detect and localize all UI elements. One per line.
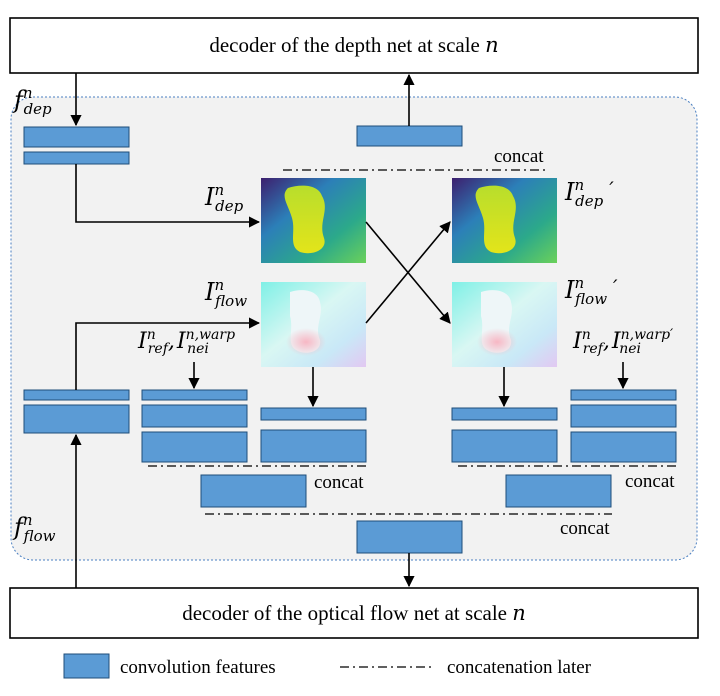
- flow-image-feature-block: [260, 429, 367, 463]
- concat-label: concat: [625, 471, 675, 492]
- legend-feature-label: convolution features: [120, 657, 276, 678]
- flow-feature-block: [23, 404, 130, 434]
- concat-lines: [148, 169, 676, 515]
- legend-feature-swatch: [63, 653, 110, 679]
- flow-decoder-label: decoder of the optical flow net at scale: [182, 601, 507, 625]
- svg-text:decoder of the optical flow ne: decoder of the optical flow net at scale…: [182, 601, 526, 625]
- ref-nei-feature-block: [141, 404, 248, 428]
- arrow-flow-to-depth-prime: [365, 221, 451, 324]
- flow-prime-feature-block: [451, 429, 558, 463]
- flow-image: [261, 282, 366, 367]
- arrow-depth-feature-to-depth-image: [75, 164, 261, 228]
- final-feature-block: [356, 520, 463, 554]
- flow-prime-feature-block: [451, 407, 558, 421]
- svg-text:decoder of the depth net at sc: decoder of the depth net at scale n: [209, 33, 498, 57]
- flow-image-feature-block: [260, 407, 367, 421]
- depth-output-block: [356, 125, 463, 147]
- depth-image: [261, 178, 366, 263]
- concat-result-block: [200, 474, 307, 508]
- arrow-flow-feature-to-flow-image: [75, 317, 261, 390]
- flow-feature-block: [23, 389, 130, 401]
- depth-decoder-box: decoder of the depth net at scale n: [9, 17, 699, 74]
- concat-label: concat: [560, 518, 610, 539]
- ref-nei-prime-feature-block: [570, 404, 677, 428]
- ref-nei-feature-block: [141, 431, 248, 463]
- depth-feature-block: [23, 151, 130, 165]
- concat-result-block: [505, 474, 612, 508]
- flow-image-prime: [452, 282, 557, 367]
- depth-decoder-label: decoder of the depth net at scale: [209, 33, 480, 57]
- ref-nei-prime-feature-block: [570, 389, 677, 401]
- depth-image-prime: [452, 178, 557, 263]
- concat-label: concat: [494, 146, 544, 167]
- ref-nei-prime-feature-block: [570, 431, 677, 463]
- connectors: [70, 73, 629, 588]
- legend-concat-label: concatenation later: [447, 657, 592, 678]
- concat-label: concat: [314, 472, 364, 493]
- legend: convolution features concatenation later: [63, 653, 592, 679]
- feature-blocks: [23, 125, 677, 554]
- flow-decoder-box: decoder of the optical flow net at scale…: [9, 587, 699, 639]
- depth-feature-block: [23, 126, 130, 148]
- ref-nei-feature-block: [141, 389, 248, 401]
